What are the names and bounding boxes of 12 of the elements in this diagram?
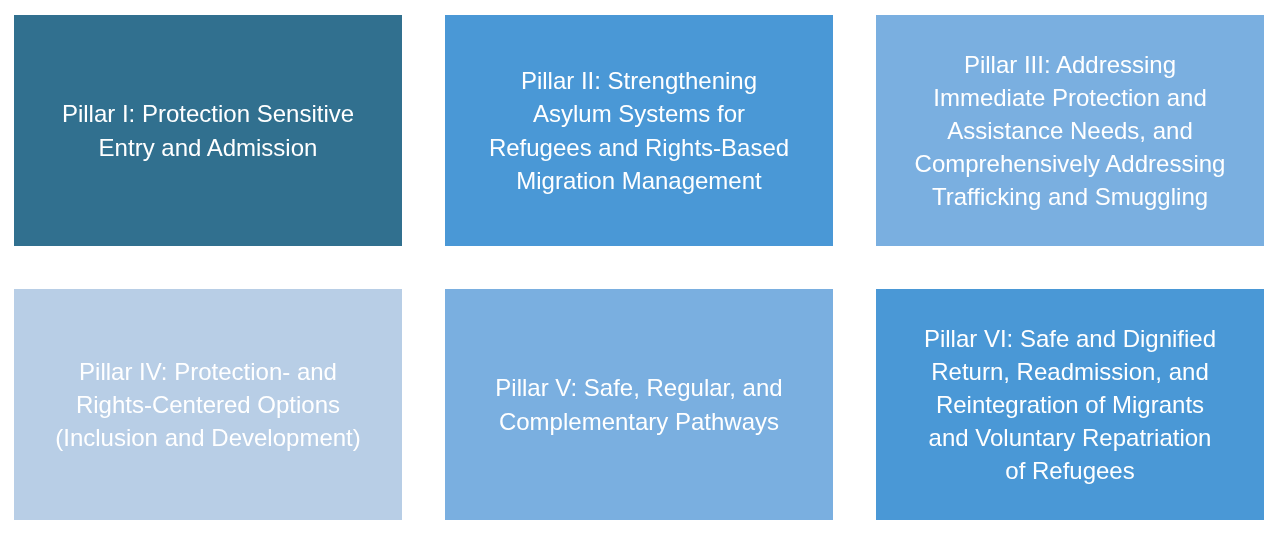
pillar-title: Pillar VI: Safe and Dignified Return, Readmission, and Reintegration of Migrants and Voluntary Repatriation of Refugees — [922, 323, 1218, 487]
pillar-box — [445, 289, 833, 520]
pillar-box — [876, 289, 1264, 520]
pillar-title: Pillar V: Safe, Regular, and Complementary Pathways — [494, 373, 784, 437]
pillar-box — [14, 15, 402, 246]
pillar-title: Pillar I: Protection Sensitive Entry and Admission — [60, 99, 356, 163]
pillar-title: Pillar IV: Protection- and Rights-Centered Options (Inclusion and Development) — [54, 356, 362, 454]
pillar-box — [14, 289, 402, 520]
pillar-box — [876, 15, 1264, 246]
pillar-title: Pillar II: Strengthening Asylum Systems for Refugees and Rights-Based Migration Management — [487, 66, 791, 196]
pillar-title: Pillar III: Addressing Immediate Protection and Assistance Needs, and Comprehensively Addressing Trafficking and Smuggling — [913, 49, 1227, 213]
pillar-box — [445, 15, 833, 246]
